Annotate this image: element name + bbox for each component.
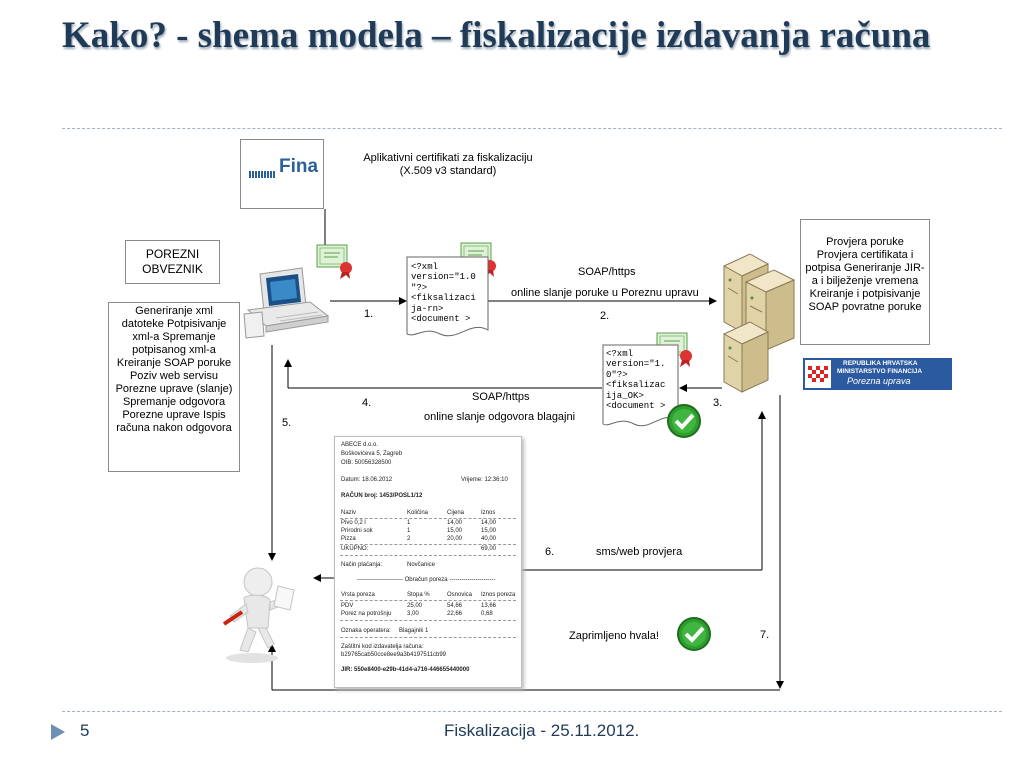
receipt-divider [340,544,516,545]
receipt-company: ABECE d.o.o. [341,442,379,448]
zaprimljeno-label: Zaprimljeno hvala! [569,630,659,642]
response-document-text: <?xml version="1. 0"?> <fiksalizac ija_O… [606,349,666,412]
receipt-payment-label: Način plaćanja: [341,562,383,568]
porezni-obveznik-box: POREZNI OBVEZNIK [125,240,220,284]
porezna-uprava-logo: REPUBLIKA HRVATSKA MINISTARSTVO FINANCIJ… [803,358,952,390]
receipt-total-label: UKUPNO: [341,546,369,552]
receipt-oib: OIB: 50056328500 [341,460,392,466]
check-icon [677,617,711,651]
receipt-tax-row-base: 22,66 [447,611,463,617]
footer-text: Fiskalizacija - 25.11.2012. [444,721,640,740]
fina-logo [249,171,275,178]
receipt-divider [340,518,516,519]
receipt-row-amount: 40,00 [481,536,497,542]
triangle-bullet-icon [51,724,65,740]
croatia-coat-of-arms-icon [805,360,831,388]
sms-web-label: sms/web provjera [596,546,683,558]
receipt-zki: b29765cab50cce8ee9a3b4197511cb99 [341,652,446,658]
receipt: ABECE d.o.o. Boškovićeva 5, Zagreb OIB: … [334,436,522,688]
request-document-shape [406,256,489,337]
server-steps-box: Provjera poruke Provjera certifikata i p… [800,219,930,345]
receipt-jir: JIR: 550e8400-e29b-41d4-a716-44665544000… [341,667,470,673]
slide-number: 5 [80,721,90,740]
step-5-label: 5. [282,417,292,429]
receipt-payment: Novčanice [407,562,436,568]
porezna-logo-line1: REPUBLIKA HRVATSKA [843,360,918,367]
receipt-col-cijena: Cijena [447,510,465,516]
step-4-label: 4. [362,397,372,409]
server-icon [722,253,796,393]
receipt-tax-row-name: PDV [341,603,354,609]
receipt-row-qty: 1 [407,528,411,534]
online-send-label: online slanje poruke u Poreznu upravu [511,287,699,299]
receipt-row-name: Pizza [341,536,356,542]
receipt-total: 69,00 [481,546,497,552]
client-steps-box: Generiranje xml datoteke Potpisivanje xm… [108,302,240,472]
receipt-divider [340,555,516,556]
receipt-tax-row-rate: 3,00 [407,611,419,617]
citizen-figure-icon [222,567,295,663]
receipt-tax-row-amount: 0,68 [481,611,493,617]
receipt-col-iznos: Iznos [481,510,496,516]
receipt-row-qty: 1 [407,520,411,526]
receipt-divider [340,620,516,621]
receipt-row-price: 20,00 [447,536,463,542]
receipt-row-price: 15,00 [447,528,463,534]
receipt-date: Datum: 18.06.2012 [341,477,393,483]
porezna-logo-line2: MINISTARSTVO FINANCIJA [837,368,923,375]
soap-label-2: SOAP/https [472,391,530,403]
certificate-icon [316,244,352,279]
receipt-row-qty: 2 [407,536,411,542]
receipt-address: Boškovićeva 5, Zagreb [341,451,403,457]
fina-caption: Aplikativni certifikati za fiskalizaciju… [363,152,533,177]
receipt-time: Vrijeme: 12:36:10 [461,477,508,483]
step-6-label: 6. [545,546,555,558]
receipt-col-naziv: Naziv [341,510,357,516]
receipt-tax-heading: ----------------------- Obračun poreza -… [357,577,496,583]
receipt-divider [340,637,516,638]
online-reply-label: online slanje odgovora blagajni [424,411,576,423]
page-title: Kako? - shema modela – fiskalizacije izd… [62,15,931,56]
soap-label-1: SOAP/https [578,266,636,278]
receipt-tax-row-rate: 25,00 [407,603,423,609]
receipt-operator: Blagajnik 1 [399,628,429,634]
receipt-tax-col: Stopa % [407,592,430,598]
porezna-logo-line3: Porezna uprava [847,376,911,386]
pos-terminal-icon [243,267,330,339]
step-1-label: 1. [364,308,374,320]
fina-logo-box: Fina [240,139,324,209]
title-divider [62,128,1002,129]
receipt-tax-col: Vrsta poreza [341,592,375,598]
receipt-operator-label: Oznaka operatera: [341,628,391,634]
receipt-row-amount: 15,00 [481,528,497,534]
step-2-label: 2. [600,310,610,322]
step-3-label: 3. [713,397,723,409]
receipt-col-kolicina: Količina [407,510,429,516]
receipt-zki-label: Zaštitni kod izdavatelja računa: [341,644,424,650]
step-7-label: 7. [760,629,770,641]
receipt-row-price: 14,00 [447,520,463,526]
request-document-text: <?xml version="1.0 "?> <fiksalizaci ja-r… [411,262,476,325]
fina-logo-text: Fina [279,156,319,177]
receipt-row-name: Pivo 0,2 l [341,520,366,526]
receipt-divider [340,600,516,601]
receipt-tax-row-name: Porez na potrošnju [341,611,392,617]
receipt-row-name: Prirodni sok [341,528,373,534]
footer-divider [62,711,1002,712]
receipt-row-amount: 14,00 [481,520,497,526]
check-icon [667,404,701,438]
receipt-tax-col: Iznos poreza [481,592,516,598]
receipt-tax-row-base: 54,66 [447,603,463,609]
receipt-number: RAČUN broj: 1453/POSL1/12 [341,493,423,499]
receipt-tax-col: Osnovica [447,592,473,598]
receipt-tax-row-amount: 13,66 [481,603,497,609]
